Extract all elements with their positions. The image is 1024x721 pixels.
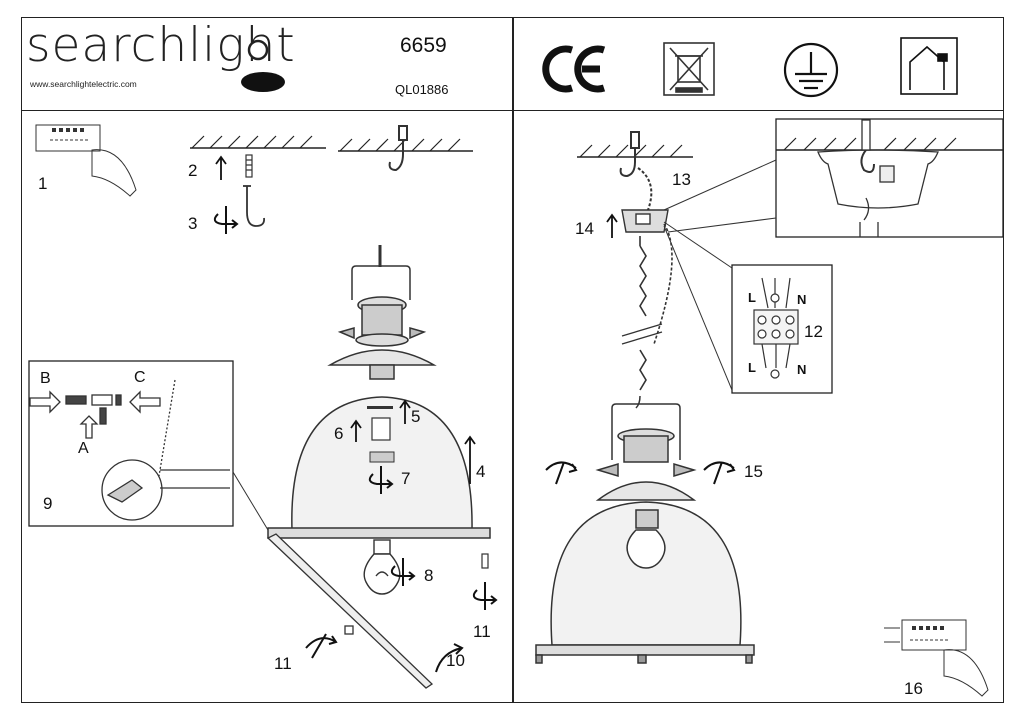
step-2-label: 2 bbox=[188, 161, 198, 180]
step1-terminal-hand bbox=[35, 124, 137, 197]
step-15-label: 15 bbox=[744, 462, 763, 481]
step3-hook-screw-icon bbox=[243, 185, 265, 227]
step-1-label: 1 bbox=[38, 174, 48, 193]
lamp-right bbox=[535, 395, 755, 664]
glass-diffuser-panel bbox=[266, 533, 434, 689]
arrow-a-icon bbox=[79, 415, 99, 439]
step-11-right-label: 11 bbox=[473, 622, 491, 641]
wire-l-top: L bbox=[748, 290, 756, 305]
inset-label-b: B bbox=[40, 370, 51, 387]
step6-socket-icon bbox=[371, 417, 391, 441]
lamp-holder-assembly bbox=[327, 245, 437, 380]
step-12-label: 12 bbox=[804, 322, 823, 341]
step-13-label: 13 bbox=[672, 170, 691, 189]
ceiling-hook-13-icon bbox=[619, 131, 653, 211]
model-number: 6659 bbox=[400, 34, 447, 57]
part-code: QL01886 bbox=[395, 82, 449, 97]
step11-left-rotate-icon bbox=[305, 633, 338, 659]
step-4-label: 4 bbox=[476, 462, 486, 481]
step-5-label: 5 bbox=[411, 407, 421, 426]
step10-hinge-arrow-icon bbox=[435, 643, 464, 673]
step8-bulb-icon bbox=[363, 539, 401, 595]
step-3-label: 3 bbox=[188, 214, 198, 233]
indoor-use-icon bbox=[900, 37, 958, 95]
chain bbox=[621, 223, 673, 391]
step6-arrow-icon bbox=[350, 419, 362, 442]
wire-n-top: N bbox=[797, 292, 807, 307]
weee-bin-icon bbox=[663, 42, 715, 96]
shade-left bbox=[267, 396, 491, 539]
step16-terminal-hand bbox=[884, 619, 989, 697]
wire-n-bottom: N bbox=[797, 362, 807, 377]
step-10-label: 10 bbox=[446, 651, 465, 670]
step11-screw-icon bbox=[481, 553, 489, 569]
step11-rotate-icon bbox=[472, 582, 498, 610]
inset-label-a: A bbox=[78, 440, 89, 457]
step15-left-rotate-icon bbox=[545, 461, 578, 485]
step-7-label: 7 bbox=[401, 469, 411, 488]
logo-bulb-icon bbox=[241, 39, 285, 92]
center-divider bbox=[512, 17, 514, 703]
step7-rotate-icon bbox=[368, 466, 394, 494]
wall-plug-icon bbox=[245, 154, 253, 178]
step-16-label: 16 bbox=[904, 679, 923, 698]
step8-rotate-icon bbox=[390, 558, 416, 586]
step5-arrow-icon bbox=[399, 399, 411, 424]
ce-mark-icon bbox=[542, 45, 606, 93]
earth-ground-icon bbox=[783, 42, 839, 98]
ceiling-rose bbox=[621, 209, 669, 233]
ceiling-hook-icon bbox=[388, 125, 408, 172]
arrow-b-icon bbox=[29, 390, 61, 414]
wire-l-bottom: L bbox=[748, 360, 756, 375]
arrow-c-icon bbox=[129, 390, 161, 414]
inset-9-parts bbox=[29, 379, 230, 521]
step-8-label: 8 bbox=[424, 566, 434, 585]
step-9-label: 9 bbox=[43, 494, 53, 513]
step2-arrow-icon bbox=[215, 155, 227, 180]
step-6-label: 6 bbox=[334, 424, 344, 443]
rotate-icon bbox=[213, 206, 239, 234]
step-14-label: 14 bbox=[575, 219, 594, 238]
step15-right-rotate-icon bbox=[703, 461, 736, 485]
terminal-block bbox=[753, 277, 799, 379]
step4-arrow-icon bbox=[464, 435, 476, 484]
step-11-left-label: 11 bbox=[274, 654, 292, 673]
step14-arrow-icon bbox=[606, 213, 618, 238]
rose-detail-drawing bbox=[817, 119, 939, 237]
inset-label-c: C bbox=[134, 369, 146, 386]
website-url: www.searchlightelectric.com bbox=[30, 79, 137, 89]
